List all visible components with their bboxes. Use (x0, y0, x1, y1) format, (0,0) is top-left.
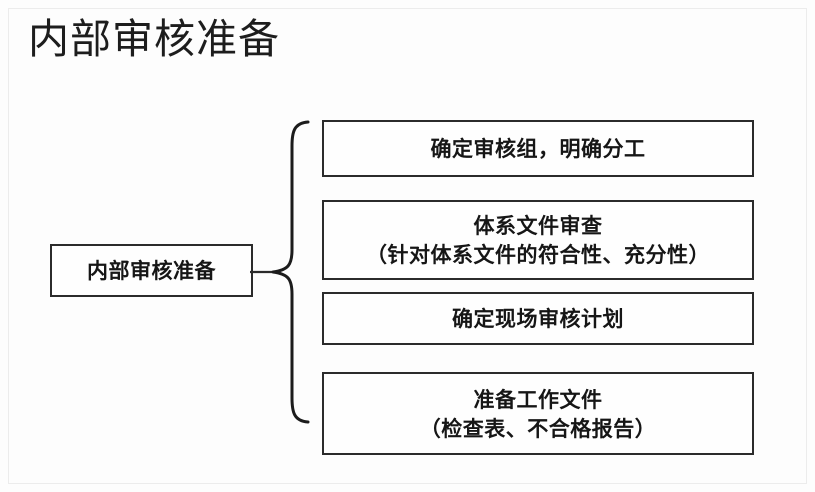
root-node-internal-audit-preparation: 内部审核准备 (50, 244, 253, 297)
root-to-brace-connector (250, 270, 276, 274)
list-item: 体系文件审查 （针对体系文件的符合性、充分性） (322, 200, 754, 280)
curly-brace-icon (271, 120, 310, 424)
list-item: 确定现场审核计划 (322, 292, 754, 345)
list-item: 准备工作文件 （检查表、不合格报告） (322, 372, 754, 455)
page-title: 内部审核准备 (28, 15, 280, 63)
list-item-label-line1: 体系文件审查 (473, 213, 603, 238)
list-item-label-line1: 确定现场审核计划 (452, 306, 624, 331)
list-item-label-line2: （针对体系文件的符合性、充分性） (366, 242, 710, 267)
list-item-label-line1: 准备工作文件 (473, 386, 603, 412)
list-item: 确定审核组，明确分工 (322, 120, 754, 177)
root-node-label: 内部审核准备 (87, 258, 216, 283)
list-item-label-line1: 确定审核组，明确分工 (430, 136, 646, 161)
list-item-label-line2: （检查表、不合格报告） (419, 415, 657, 441)
